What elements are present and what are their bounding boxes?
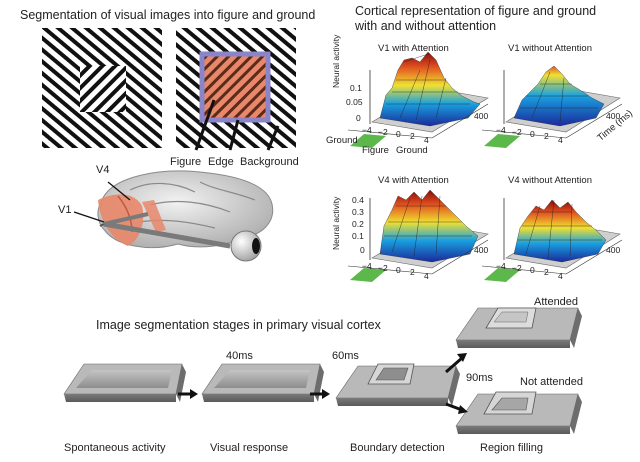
plot4-title: V4 without Attention xyxy=(508,175,592,186)
right-panel-title-line1: Cortical representation of figure and gr… xyxy=(355,4,597,18)
plot3-ytick-5: 0 xyxy=(360,245,365,255)
plot3-xtick-5: 4 xyxy=(424,271,429,281)
plot1-xtick-3: 0 xyxy=(396,129,401,139)
plot1-xtick-5: 4 xyxy=(424,135,429,145)
background-label: Background xyxy=(240,156,299,168)
figure-region xyxy=(199,51,271,123)
stage-label-spontaneous: Spontaneous activity xyxy=(64,442,166,454)
edge-label: Edge xyxy=(208,156,234,168)
plot3-ylabel: Neural activity xyxy=(331,196,341,250)
plot3-xtick-3: 0 xyxy=(396,265,401,275)
v1-label: V1 xyxy=(58,204,72,216)
stage-not-attended-surface xyxy=(455,391,582,434)
stage-label-boundary: Boundary detection xyxy=(350,442,445,454)
edge-pointer xyxy=(228,119,240,151)
not-attended-label: Not attended xyxy=(520,376,583,388)
stage-attended-surface xyxy=(455,307,582,348)
plot3-ytick-1: 0.4 xyxy=(352,195,364,205)
plot1-title: V1 with Attention xyxy=(378,43,449,54)
v4-label: V4 xyxy=(96,164,110,176)
plot3-ytick-4: 0.1 xyxy=(352,231,364,241)
plot1-ytick-2: 0.05 xyxy=(346,97,363,107)
texture-image-ground-figure xyxy=(80,66,126,112)
figure-pointer xyxy=(194,99,216,151)
plot1-xtick-1: −4 xyxy=(362,125,372,135)
plot3-ytick-2: 0.3 xyxy=(352,207,364,217)
left-panel-title: Segmentation of visual images into figur… xyxy=(20,8,316,22)
plot1-ylabel: Neural activity xyxy=(331,34,341,88)
plot2-xtick-2: −2 xyxy=(512,127,522,137)
plot2-title: V1 without Attention xyxy=(508,43,592,54)
plot3-xtick-4: 2 xyxy=(410,267,415,277)
figure-label: Figure xyxy=(170,156,202,168)
stage-label-region-filling: Region filling xyxy=(480,442,543,454)
plot3-title: V4 with Attention xyxy=(378,175,449,186)
plot4-time-tick: 400 xyxy=(606,245,621,255)
stage-arrows xyxy=(178,353,468,414)
plot-v4-attention xyxy=(347,189,489,282)
plot1-xtick-4: 2 xyxy=(410,131,415,141)
plot2-xtick-1: −4 xyxy=(496,125,506,135)
plot1-time-tick: 400 xyxy=(474,111,489,121)
plot1-ytick-1: 0.1 xyxy=(350,83,362,93)
plot3-time-tick: 400 xyxy=(474,245,489,255)
ground-label-right: Ground xyxy=(396,145,428,156)
plot-v4-no-attention xyxy=(481,198,623,282)
stage-time-visual-response: 40ms xyxy=(226,350,253,362)
ground-label-left: Ground xyxy=(326,135,358,146)
stage-boundary-surface xyxy=(335,363,460,406)
plot4-xtick-5: 4 xyxy=(558,271,563,281)
plot4-xtick-3: 0 xyxy=(530,265,535,275)
plot2-time-tick: 400 xyxy=(606,111,621,121)
plot3-ytick-3: 0.2 xyxy=(352,219,364,229)
plot4-xtick-2: −2 xyxy=(512,263,522,273)
plot-v1-attention xyxy=(347,51,489,148)
plot4-xtick-1: −4 xyxy=(496,261,506,271)
plot3-xtick-1: −4 xyxy=(362,261,372,271)
bottom-panel-title: Image segmentation stages in primary vis… xyxy=(96,318,381,332)
plot3-xtick-2: −2 xyxy=(378,263,388,273)
plot2-xtick-5: 4 xyxy=(558,135,563,145)
stage-time-boundary: 60ms xyxy=(332,350,359,362)
plot1-ytick-3: 0 xyxy=(356,113,361,123)
plot4-xtick-4: 2 xyxy=(544,267,549,277)
figure-axis-label: Figure xyxy=(362,145,389,156)
stage-spontaneous-surface xyxy=(63,363,186,402)
stage-label-visual-response: Visual response xyxy=(210,442,289,454)
plot1-xtick-2: −2 xyxy=(378,127,388,137)
background-pointer xyxy=(266,125,280,151)
attended-label: Attended xyxy=(534,296,579,308)
brain-illustration xyxy=(73,170,274,262)
plot-v1-no-attention xyxy=(481,65,623,148)
plot2-xtick-3: 0 xyxy=(530,129,535,139)
stage-time-region-filling: 90ms xyxy=(466,372,493,384)
stage-visual-response-surface xyxy=(201,363,324,402)
right-panel-title-line2: with and without attention xyxy=(355,19,497,33)
plot2-xtick-4: 2 xyxy=(544,131,549,141)
